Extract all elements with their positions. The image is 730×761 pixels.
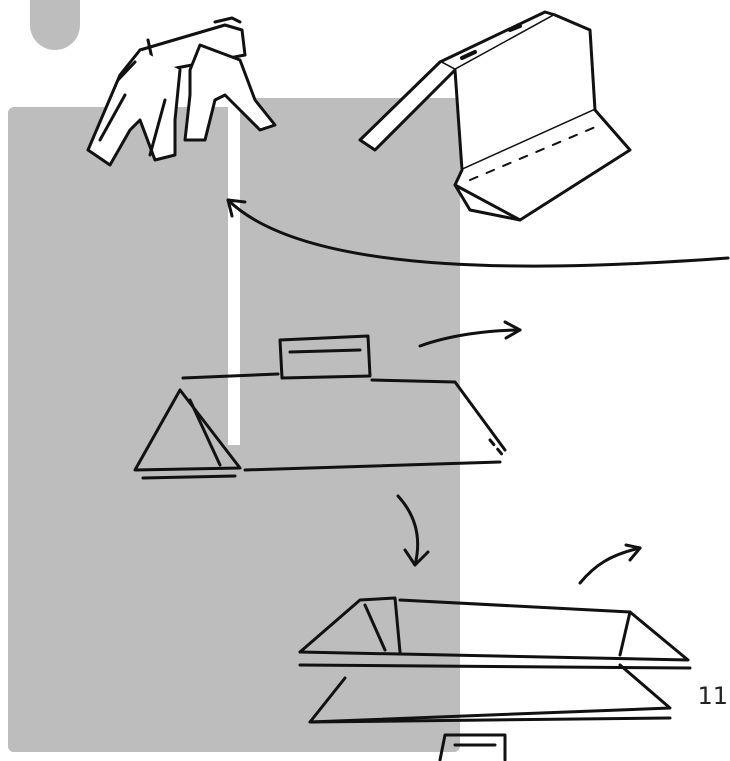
down-curved-arrow <box>398 496 428 565</box>
stand-flat-unfolded-view <box>135 322 520 478</box>
long-curved-arrow <box>228 200 728 266</box>
stand-folded-perspective-view <box>360 12 630 220</box>
stand-flat-bottom-view <box>300 598 690 760</box>
page-number: 11 <box>697 682 728 710</box>
up-curved-arrow <box>580 545 640 583</box>
stand-a-frame-side-view <box>88 18 275 165</box>
